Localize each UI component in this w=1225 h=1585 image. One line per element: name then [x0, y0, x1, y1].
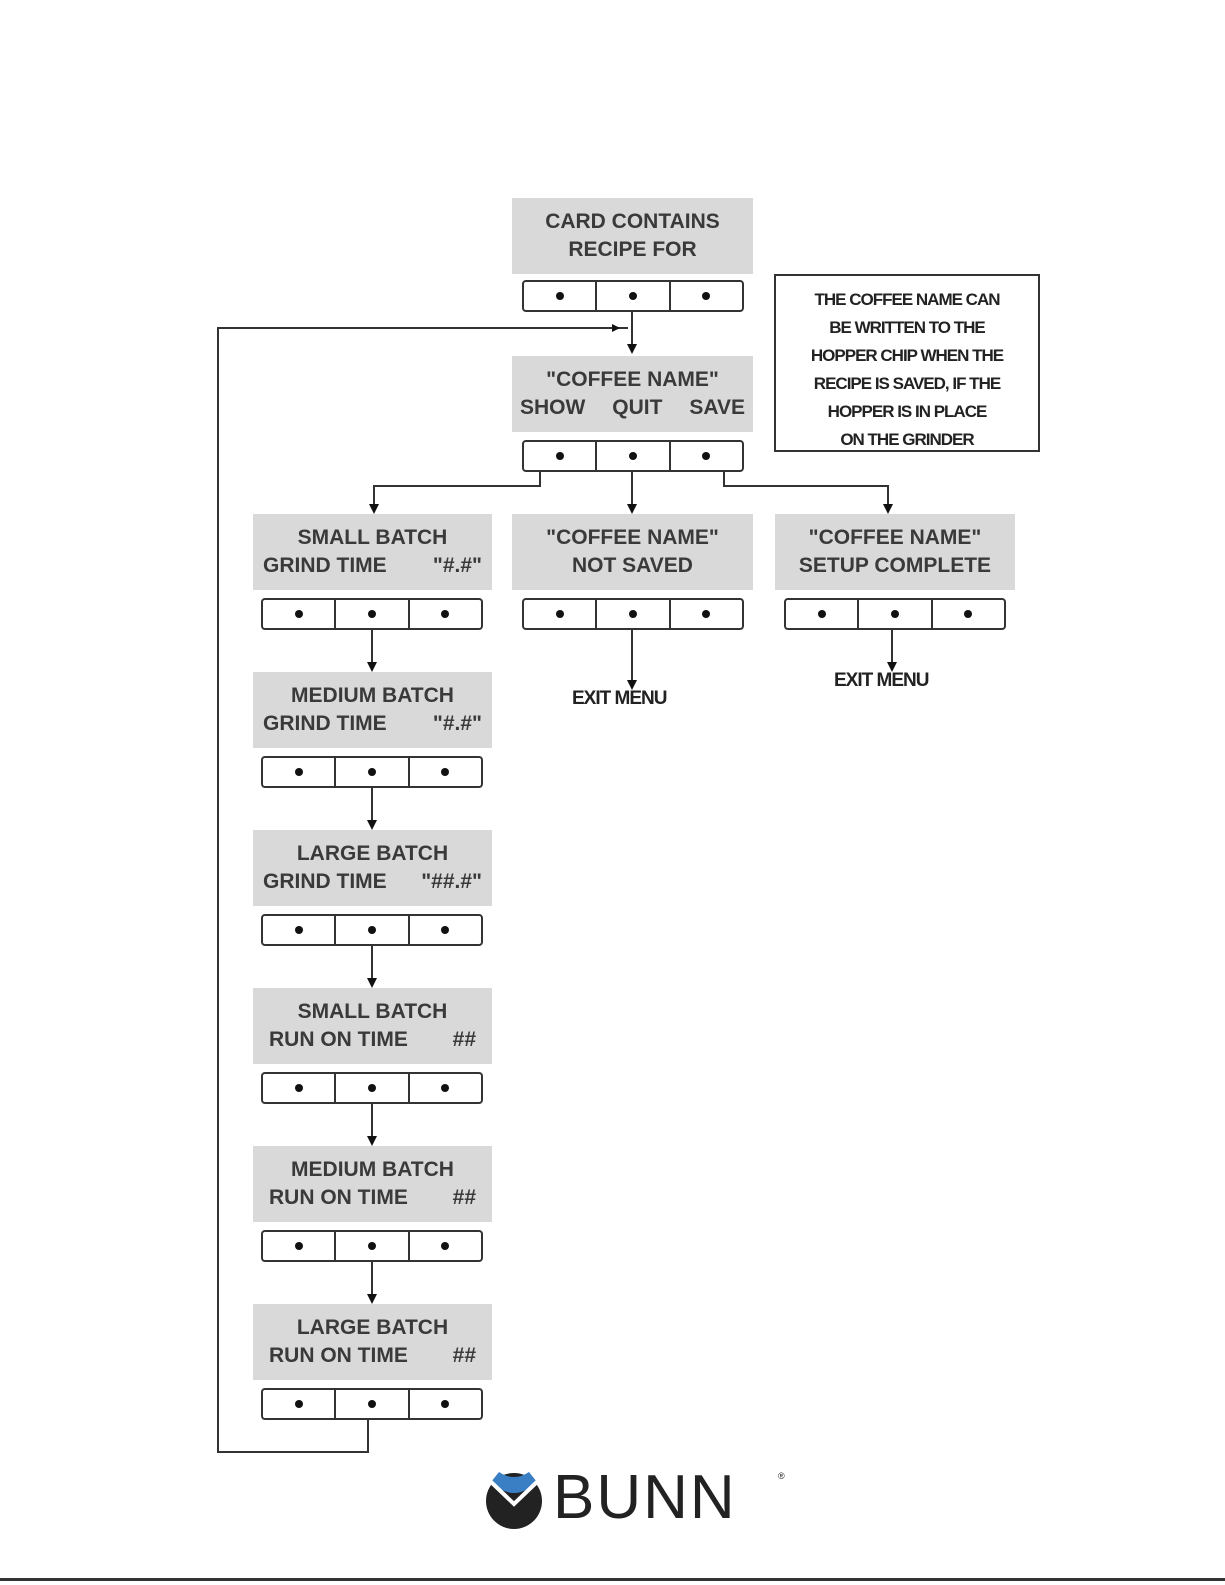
left-button[interactable] [263, 1232, 334, 1260]
screen-value: "#.#" [432, 712, 482, 735]
show-button[interactable] [524, 442, 595, 470]
screen-large-grind: LARGE BATCH GRIND TIME "##.#" [253, 830, 492, 906]
screen-value: ## [452, 1186, 476, 1209]
left-button[interactable] [263, 758, 334, 786]
screen-line: RUN ON TIME ## [253, 1026, 492, 1054]
note-box: THE COFFEE NAME CAN BE WRITTEN TO THE HO… [774, 274, 1040, 452]
note-line: HOPPER IS IN PLACE [827, 402, 988, 421]
button-panel [784, 598, 1006, 630]
screen-label: GRIND TIME [263, 554, 387, 577]
middle-button[interactable] [334, 916, 407, 944]
brand-name: BUNN [553, 1463, 737, 1532]
registered-mark: ® [778, 1471, 785, 1481]
left-button[interactable] [524, 600, 595, 628]
screen-line: RUN ON TIME ## [253, 1342, 492, 1370]
exit-menu-label: EXIT MENU [572, 688, 667, 709]
note-line: BE WRITTEN TO THE [829, 318, 986, 337]
screen-line: GRIND TIME "#.#" [253, 552, 492, 580]
left-button[interactable] [263, 1074, 334, 1102]
right-button[interactable] [407, 600, 481, 628]
button-panel [522, 598, 744, 630]
left-button[interactable] [786, 600, 857, 628]
screen-line: LARGE BATCH [296, 1316, 449, 1339]
screen-value: "#.#" [432, 554, 482, 577]
right-button[interactable] [407, 916, 481, 944]
bunn-logo-icon [486, 1472, 542, 1529]
screen-line: SMALL BATCH [297, 526, 448, 549]
screen-small-grind: SMALL BATCH GRIND TIME "#.#" [253, 514, 492, 590]
option-quit: QUIT [612, 396, 663, 419]
screen-not-saved: "COFFEE NAME" NOT SAVED [512, 514, 753, 590]
button-panel [522, 440, 744, 472]
screen-medium-grind: MEDIUM BATCH GRIND TIME "#.#" [253, 672, 492, 748]
screen-line: MEDIUM BATCH [291, 684, 454, 707]
button-panel [261, 756, 483, 788]
screen-line: "COFFEE NAME" [546, 526, 719, 549]
screen-line: CARD CONTAINS [545, 210, 720, 233]
save-button[interactable] [668, 442, 742, 470]
middle-button[interactable] [334, 758, 407, 786]
button-panel [261, 914, 483, 946]
button-panel [261, 1072, 483, 1104]
quit-button[interactable] [595, 442, 668, 470]
screen-value: ## [452, 1344, 476, 1367]
right-button[interactable] [407, 1232, 481, 1260]
left-button[interactable] [263, 1390, 334, 1418]
screen-setup-complete: "COFFEE NAME" SETUP COMPLETE [775, 514, 1015, 590]
middle-button[interactable] [595, 282, 668, 310]
screen-line: NOT SAVED [572, 554, 693, 577]
screen-line: RUN ON TIME ## [253, 1184, 492, 1212]
screen-line: "COFFEE NAME" [546, 368, 719, 391]
note-line: HOPPER CHIP WHEN THE [810, 346, 1004, 365]
screen-line: LARGE BATCH [296, 842, 449, 865]
screen-label: RUN ON TIME [269, 1028, 408, 1051]
button-panel [522, 280, 744, 312]
middle-button[interactable] [334, 1390, 407, 1418]
screen-value: ## [452, 1028, 476, 1051]
middle-button[interactable] [334, 1232, 407, 1260]
screen-small-run: SMALL BATCH RUN ON TIME ## [253, 988, 492, 1064]
exit-menu-label: EXIT MENU [834, 670, 929, 691]
screen-large-run: LARGE BATCH RUN ON TIME ## [253, 1304, 492, 1380]
button-panel [261, 1388, 483, 1420]
middle-button[interactable] [334, 1074, 407, 1102]
middle-button[interactable] [857, 600, 930, 628]
left-button[interactable] [524, 282, 595, 310]
screen-options: SHOW QUIT SAVE [512, 394, 753, 422]
middle-button[interactable] [595, 600, 668, 628]
left-button[interactable] [263, 916, 334, 944]
right-button[interactable] [407, 758, 481, 786]
right-button[interactable] [668, 600, 742, 628]
note-line: RECIPE IS SAVED, IF THE [813, 374, 1001, 393]
middle-button[interactable] [334, 600, 407, 628]
right-button[interactable] [930, 600, 1004, 628]
screen-value: "##.#" [421, 870, 482, 893]
screen-line: GRIND TIME "##.#" [253, 868, 492, 896]
left-button[interactable] [263, 600, 334, 628]
right-button[interactable] [407, 1390, 481, 1418]
screen-label: GRIND TIME [263, 870, 387, 893]
screen-label: GRIND TIME [263, 712, 387, 735]
screen-label: RUN ON TIME [269, 1344, 408, 1367]
screen-card-contains: CARD CONTAINS RECIPE FOR [512, 198, 753, 274]
button-panel [261, 598, 483, 630]
note-line: THE COFFEE NAME CAN [814, 290, 1001, 309]
screen-medium-run: MEDIUM BATCH RUN ON TIME ## [253, 1146, 492, 1222]
option-show: SHOW [520, 396, 586, 419]
screen-line: SMALL BATCH [297, 1000, 448, 1023]
screen-line: SETUP COMPLETE [798, 554, 992, 577]
screen-line: "COFFEE NAME" [808, 526, 982, 549]
button-panel [261, 1230, 483, 1262]
screen-coffee-name-menu: "COFFEE NAME" SHOW QUIT SAVE [512, 356, 753, 432]
page-bottom-rule [0, 1578, 1225, 1581]
note-line: ON THE GRINDER [840, 430, 974, 449]
screen-line: MEDIUM BATCH [291, 1158, 454, 1181]
screen-line: RECIPE FOR [568, 238, 697, 261]
screen-line: GRIND TIME "#.#" [253, 710, 492, 738]
option-save: SAVE [689, 396, 745, 419]
right-button[interactable] [407, 1074, 481, 1102]
screen-label: RUN ON TIME [269, 1186, 408, 1209]
right-button[interactable] [668, 282, 742, 310]
